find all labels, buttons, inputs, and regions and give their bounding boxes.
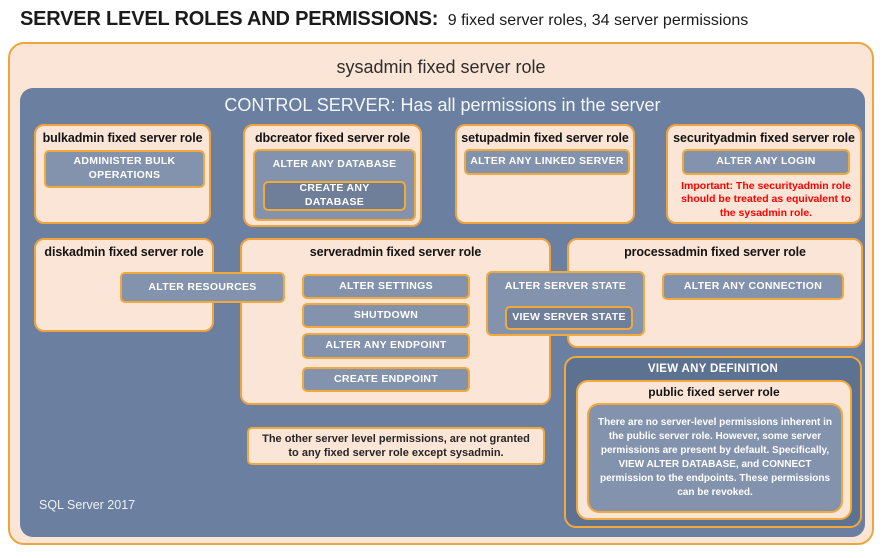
setupadmin-role-title: setupadmin fixed server role: [461, 131, 629, 145]
perm-create-any-database: CREATE ANY DATABASE: [263, 181, 406, 211]
page-title-sub: 9 fixed server roles, 34 server permissi…: [447, 12, 749, 29]
control-server-title: CONTROL SERVER: Has all permissions in t…: [224, 95, 661, 115]
securityadmin-role-title: securityadmin fixed server role: [673, 131, 855, 145]
other-permissions-note: The other server level permissions, are …: [247, 427, 545, 465]
sysadmin-role-box: sysadmin fixed server role CONTROL SERVE…: [8, 42, 874, 545]
sysadmin-role-title: sysadmin fixed server role: [336, 57, 546, 77]
control-server-box: CONTROL SERVER: Has all permissions in t…: [20, 88, 865, 537]
processadmin-role-title: processadmin fixed server role: [624, 245, 806, 259]
securityadmin-warning-note: Important: The securityadmin role should…: [681, 180, 851, 219]
page-title-main: SERVER LEVEL ROLES AND PERMISSIONS:: [20, 8, 439, 30]
dbcreator-role-box: dbcreator fixed server role ALTER ANY DA…: [243, 124, 422, 227]
perm-alter-resources: ALTER RESOURCES: [120, 272, 285, 303]
perm-alter-any-connection: ALTER ANY CONNECTION: [662, 273, 844, 300]
perm-alter-settings: ALTER SETTINGS: [302, 274, 470, 299]
perm-alter-server-state: ALTER SERVER STATE: [504, 280, 627, 292]
perm-alter-any-linked-server: ALTER ANY LINKED SERVER: [464, 149, 630, 175]
sql-server-version-label: SQL Server 2017: [39, 498, 136, 512]
perm-view-server-state: VIEW SERVER STATE: [505, 306, 633, 330]
serveradmin-role-title: serveradmin fixed server role: [309, 245, 482, 259]
perm-alter-any-database: ALTER ANY DATABASE: [272, 158, 397, 170]
perm-view-any-definition: VIEW ANY DEFINITION: [647, 363, 779, 375]
perm-administer-bulk-operations: ADMINISTER BULK OPERATIONS: [44, 150, 205, 188]
perm-alter-any-login: ALTER ANY LOGIN: [682, 149, 850, 175]
public-role-description: There are no server-level permissions in…: [587, 403, 843, 513]
securityadmin-role-box: securityadmin fixed server role ALTER AN…: [666, 124, 862, 224]
bulkadmin-role-box: bulkadmin fixed server role ADMINISTER B…: [34, 124, 211, 224]
setupadmin-role-box: setupadmin fixed server role ALTER ANY L…: [455, 124, 635, 224]
perm-shutdown: SHUTDOWN: [302, 303, 470, 328]
bulkadmin-role-title: bulkadmin fixed server role: [42, 131, 203, 145]
page-title: SERVER LEVEL ROLES AND PERMISSIONS: 9 fi…: [20, 8, 870, 31]
perm-alter-any-endpoint: ALTER ANY ENDPOINT: [302, 333, 470, 359]
public-role-box: public fixed server role There are no se…: [576, 380, 852, 520]
dbcreator-role-title: dbcreator fixed server role: [254, 131, 410, 145]
view-any-definition-box: VIEW ANY DEFINITION public fixed server …: [564, 356, 862, 528]
public-role-title: public fixed server role: [648, 385, 780, 399]
perm-create-endpoint: CREATE ENDPOINT: [302, 367, 470, 392]
perm-alter-any-database-group: ALTER ANY DATABASE CREATE ANY DATABASE: [253, 149, 416, 221]
diskadmin-role-title: diskadmin fixed server role: [44, 245, 204, 259]
perm-alter-server-state-group: ALTER SERVER STATE VIEW SERVER STATE: [486, 271, 645, 336]
